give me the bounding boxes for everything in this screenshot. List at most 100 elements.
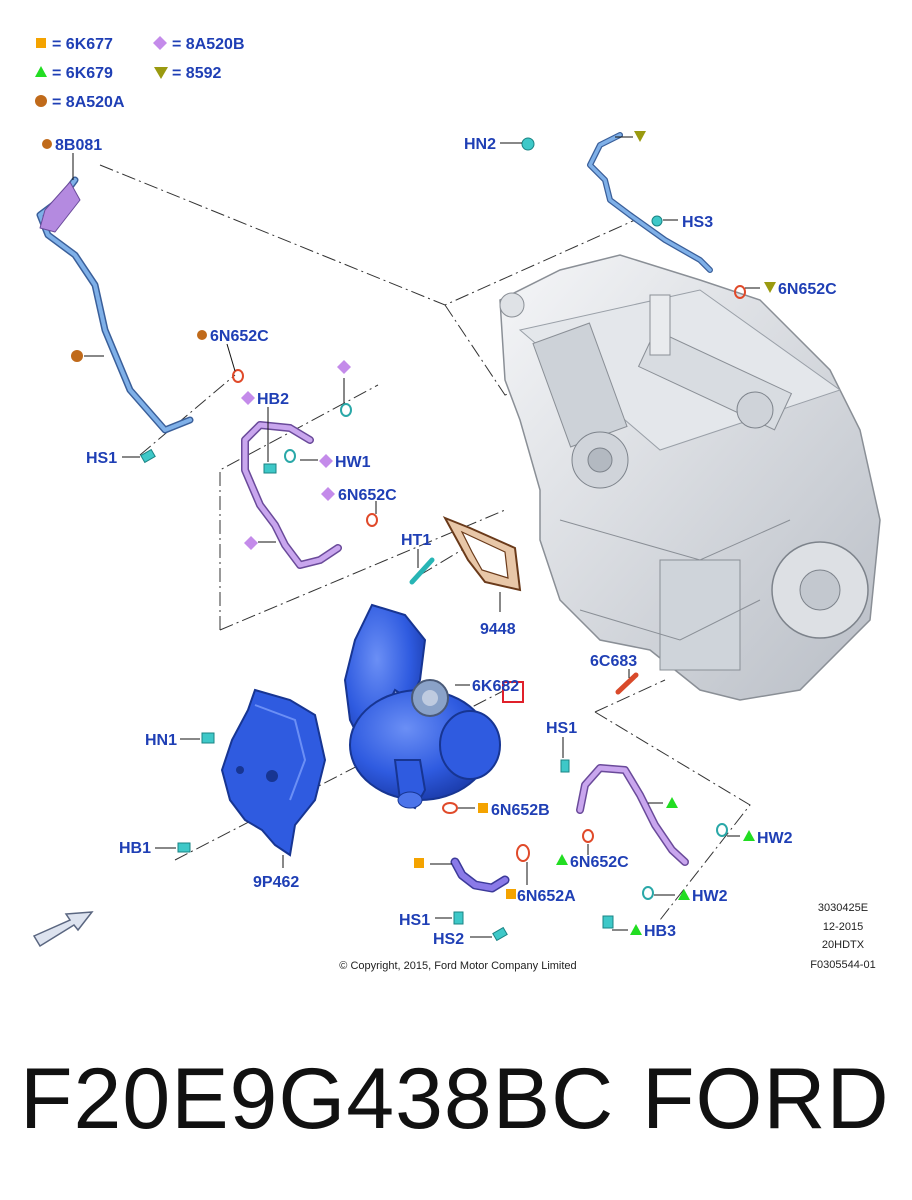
washer-6n652c-top [734, 285, 746, 299]
legend-triangle-down-icon [154, 67, 168, 79]
callout-hs3[interactable]: HS3 [682, 214, 713, 231]
stud-ht1 [409, 557, 435, 585]
symbol-circle-pipe [71, 350, 83, 362]
callout-6n652c-mid[interactable]: 6N652C [338, 487, 397, 504]
callout-hn1[interactable]: HN1 [145, 732, 177, 749]
meta-date: 12-2015 [823, 921, 863, 933]
callout-hs1-left[interactable]: HS1 [86, 450, 117, 467]
washer-6n652b [442, 802, 458, 814]
callout-hw2-lower[interactable]: HW2 [692, 888, 728, 905]
washer-6n652c-low [582, 829, 594, 843]
washer-hw1b [284, 449, 296, 463]
legend-square-icon [36, 38, 46, 48]
fastener-hs2 [492, 926, 508, 942]
symbol-circle-6n652c-left [197, 330, 207, 340]
washer-6n652c-mid [366, 513, 378, 527]
symbol-diamond-hb2 [241, 391, 255, 405]
fastener-hn2 [521, 137, 535, 151]
leader-lines [72, 136, 760, 938]
meta-engine: 20HDTX [822, 939, 865, 951]
symbol-square-pipe [414, 858, 424, 868]
callout-ht1[interactable]: HT1 [401, 532, 431, 549]
callout-9p462[interactable]: 9P462 [253, 874, 299, 891]
legend-label-8a520b: = 8A520B [172, 36, 245, 53]
fastener-hs1-bottom [453, 911, 464, 925]
callout-hb2[interactable]: HB2 [257, 391, 289, 408]
callout-labels: 8B081 HN2 HS3 6N652C 6N652C HS1 HB2 HW1 … [55, 136, 837, 948]
callout-6n652a[interactable]: 6N652A [517, 888, 576, 905]
parts-diagram: = 6K677 = 8A520B = 6K679 = 8592 = 8A520A [32, 36, 881, 972]
legend-label-6k679: = 6K679 [52, 65, 113, 82]
washer-hw1 [340, 403, 352, 417]
fastener-hs1-left [140, 448, 156, 464]
symbol-diamond-hw1 [319, 454, 333, 468]
callout-hb3[interactable]: HB3 [644, 923, 676, 940]
callout-hw1[interactable]: HW1 [335, 454, 371, 471]
symbol-up-6n652c-low [556, 854, 568, 865]
coolant-pipe-small [450, 857, 510, 893]
symbol-down-6n652c-top [764, 282, 776, 293]
fastener-hs3 [651, 215, 663, 227]
meta-code: 3030425E [818, 902, 868, 914]
symbol-down-hn2 [634, 131, 646, 142]
callout-symbols [42, 131, 776, 935]
symbol-up-pipe [666, 797, 678, 808]
legend-label-8592: = 8592 [172, 65, 221, 82]
callout-hb1[interactable]: HB1 [119, 840, 151, 857]
callout-6k682[interactable]: 6K682 [472, 678, 519, 695]
meta-ref: F0305544-01 [810, 959, 875, 971]
legend-triangle-up-icon [35, 66, 47, 77]
symbol-up-hw2-lower [678, 889, 690, 900]
washer-6n652a [516, 844, 530, 862]
brand-name: FORD [642, 1051, 890, 1147]
washers [232, 285, 746, 900]
callout-hs1-bottom[interactable]: HS1 [399, 912, 430, 929]
oil-return-pipe-upper [587, 132, 713, 273]
legend-label-6k677: = 6K677 [52, 36, 113, 53]
engine-block [499, 254, 881, 701]
fastener-hs1-right [560, 759, 570, 773]
callout-hs2[interactable]: HS2 [433, 931, 464, 948]
symbol-diamond-pipe [244, 536, 258, 550]
legend-label-8a520a: = 8A520A [52, 94, 125, 111]
heat-shield-9p462 [220, 688, 327, 857]
fasteners [140, 137, 663, 942]
callout-hw2-upper[interactable]: HW2 [757, 830, 793, 847]
symbol-up-hb3 [630, 924, 642, 935]
stud-6c683 [615, 672, 639, 695]
oil-feed-pipe-8b081 [36, 176, 194, 434]
washer-hw2-lower [642, 886, 654, 900]
fastener-hn1 [201, 732, 215, 744]
callout-6n652c-left[interactable]: 6N652C [210, 328, 269, 345]
coolant-pipe-hb2 [241, 421, 342, 569]
legend-diamond-icon [153, 36, 167, 50]
symbol-circle-8b081 [42, 139, 52, 149]
gasket-9448 [442, 516, 522, 592]
washer-6n652c-left [232, 369, 244, 383]
fastener-hb1 [177, 842, 191, 853]
washer-hw2-upper [716, 823, 728, 837]
fastener-hb2 [263, 463, 277, 474]
phantom-lines [99, 164, 761, 921]
coolant-pipe-lower-right [576, 764, 689, 866]
callout-6n652c-top[interactable]: 6N652C [778, 281, 837, 298]
selection-highlight-box[interactable] [502, 681, 524, 703]
callout-hn2[interactable]: HN2 [464, 136, 496, 153]
symbol-square-6n652a [506, 889, 516, 899]
callout-6n652b[interactable]: 6N652B [491, 802, 550, 819]
diagram-meta: 3030425E 12-2015 20HDTX F0305544-01 © Co… [339, 902, 875, 972]
callout-8b081[interactable]: 8B081 [55, 137, 102, 154]
front-arrow-icon [32, 911, 94, 948]
symbol-diamond-6n652c-mid [321, 487, 335, 501]
callout-6c683[interactable]: 6C683 [590, 653, 637, 670]
symbol-up-hw2-upper [743, 830, 755, 841]
fastener-hb3 [602, 915, 614, 929]
symbol-square-6n652b [478, 803, 488, 813]
legend-circle-icon [35, 95, 47, 107]
callout-9448[interactable]: 9448 [480, 621, 516, 638]
legend: = 6K677 = 8A520B = 6K679 = 8592 = 8A520A [35, 36, 245, 111]
part-number: F20E9G438BC [20, 1051, 615, 1147]
copyright: © Copyright, 2015, Ford Motor Company Li… [339, 960, 576, 972]
callout-hs1-right[interactable]: HS1 [546, 720, 577, 737]
callout-6n652c-low[interactable]: 6N652C [570, 854, 629, 871]
